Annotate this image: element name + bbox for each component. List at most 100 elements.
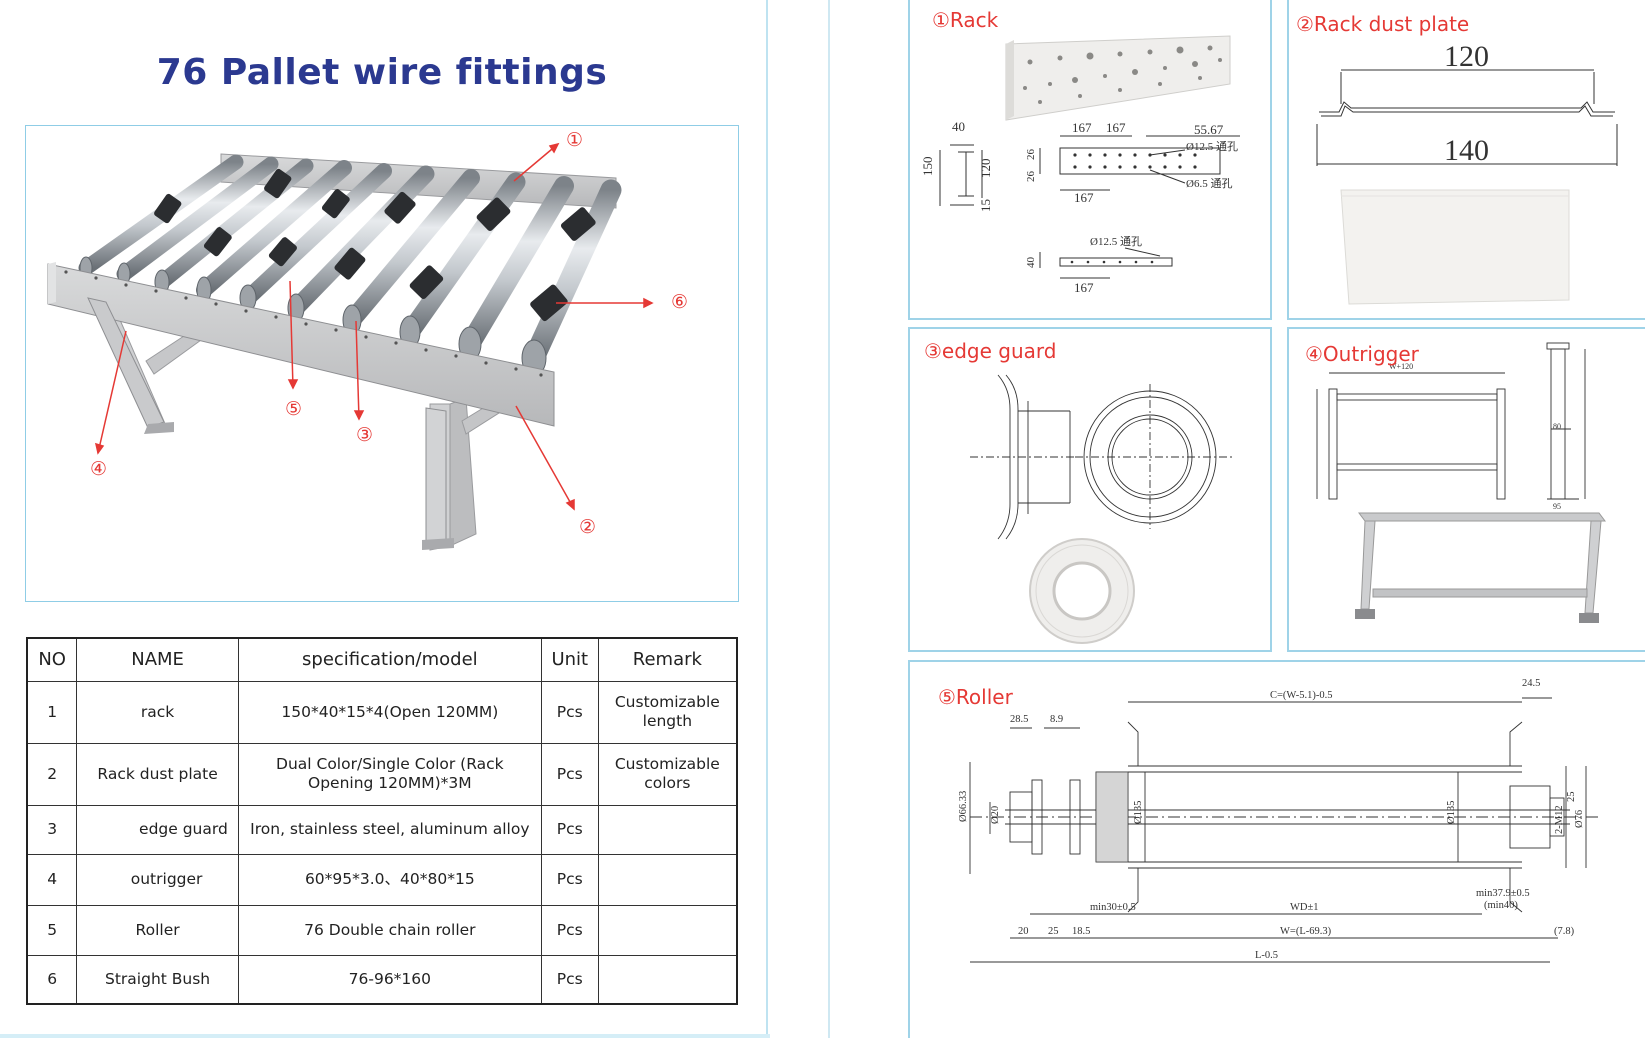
panel-roller-title: ⑤Roller bbox=[938, 685, 1013, 709]
cell-remark bbox=[597, 904, 738, 956]
outrigger-dim-95: 95 bbox=[1553, 502, 1561, 511]
table-row: 4 outrigger 60*95*3.0、40*80*15 Pcs bbox=[26, 853, 738, 906]
roller-dim-20: 20 bbox=[1018, 926, 1029, 937]
roller-drawing: C=(W-5.1)-0.5 24.5 28.5 8.9 Ø66.33 Ø20 Ø… bbox=[958, 678, 1600, 963]
header-no: NO bbox=[26, 637, 78, 682]
roller-dim-25b: 25 bbox=[1048, 926, 1059, 937]
table-header-row: NO NAME specification/model Unit Remark bbox=[26, 637, 738, 682]
header-remark: Remark bbox=[597, 637, 738, 682]
roller-dim-25: 25 bbox=[1566, 792, 1577, 803]
rack-drawing: 40 150 120 15 167 167 55.67 26 26 167 Ø1… bbox=[920, 35, 1240, 295]
cell-no: 5 bbox=[26, 904, 78, 956]
cell-remark bbox=[597, 853, 738, 906]
cell-name: Roller bbox=[76, 904, 239, 956]
header-unit: Unit bbox=[540, 637, 599, 682]
panel-dust-plate: ②Rack dust plate 120 140 bbox=[1287, 0, 1645, 320]
left-page: 76 Pallet wire fittings bbox=[0, 0, 770, 1038]
cell-spec: 76-96*160 bbox=[237, 954, 542, 1005]
cell-no: 2 bbox=[26, 742, 78, 806]
cell-remark bbox=[597, 954, 738, 1005]
cell-no: 1 bbox=[26, 680, 78, 744]
rack-dim-167a: 167 bbox=[1072, 120, 1092, 135]
table-row: 1 rack 150*40*15*4(Open 120MM) Pcs Custo… bbox=[26, 680, 738, 744]
page-bottom-edge bbox=[0, 1034, 770, 1038]
roller-dim-8-9: 8.9 bbox=[1050, 714, 1063, 725]
cell-name: Straight Bush bbox=[76, 954, 239, 1005]
rack-dim-150: 150 bbox=[920, 157, 935, 177]
cell-name: Rack dust plate bbox=[76, 742, 239, 806]
roller-dim-m12: 2-M12 bbox=[1554, 805, 1565, 834]
rack-hole-6-5: Ø6.5 通孔 bbox=[1186, 177, 1232, 190]
cell-unit: Pcs bbox=[540, 904, 599, 956]
parts-table: NO NAME specification/model Unit Remark … bbox=[26, 637, 738, 1005]
page-edge-divider bbox=[766, 0, 768, 1038]
roller-dim-min40: (min40) bbox=[1484, 900, 1518, 911]
panel-rack-title: ①Rack bbox=[932, 8, 999, 32]
outrigger-dim-w120: W+120 bbox=[1389, 362, 1413, 371]
callout-3: ③ bbox=[356, 424, 374, 446]
roller-dim-l: L-0.5 bbox=[1255, 950, 1278, 961]
cell-no: 6 bbox=[26, 954, 78, 1005]
roller-dim-d66: Ø66.33 bbox=[958, 791, 969, 822]
roller-dim-18-5: 18.5 bbox=[1072, 926, 1090, 937]
cell-spec: 60*95*3.0、40*80*15 bbox=[237, 853, 542, 906]
outrigger-dim-80: 80 bbox=[1553, 422, 1561, 431]
product-photo-frame: ① ② ③ ④ ⑤ ⑥ bbox=[25, 125, 739, 602]
rack-hole-12-5: Ø12.5 通孔 bbox=[1186, 140, 1238, 153]
callout-6: ⑥ bbox=[671, 291, 689, 313]
roller-dim-d20: Ø20 bbox=[990, 806, 1001, 824]
roller-dim-d135a: Ø135 bbox=[1133, 801, 1144, 824]
table-row: 2 Rack dust plate Dual Color/Single Colo… bbox=[26, 742, 738, 806]
cell-unit: Pcs bbox=[540, 742, 599, 806]
cell-remark: Customizable colors bbox=[597, 742, 738, 806]
rack-dim-15: 15 bbox=[978, 199, 993, 212]
roller-dim-28-5: 28.5 bbox=[1010, 714, 1028, 725]
edge-guard-drawing bbox=[970, 374, 1235, 644]
dust-plate-drawing: 120 140 bbox=[1316, 40, 1618, 305]
rack-dim-55-67: 55.67 bbox=[1194, 122, 1224, 137]
cell-unit: Pcs bbox=[540, 680, 599, 744]
table-row: 3 edge guard Iron, stainless steel, alum… bbox=[26, 804, 738, 855]
cell-name: edge guard bbox=[76, 804, 239, 855]
cell-name: outrigger bbox=[76, 853, 239, 906]
roller-dim-d135b: Ø135 bbox=[1446, 801, 1457, 824]
outrigger-drawing: W+120 80 95 bbox=[1316, 342, 1606, 623]
cell-spec: 76 Double chain roller bbox=[237, 904, 542, 956]
panel-outrigger-title: ④Outrigger bbox=[1305, 342, 1419, 366]
cell-remark bbox=[597, 804, 738, 855]
page-title: 76 Pallet wire fittings bbox=[156, 52, 608, 93]
header-name: NAME bbox=[76, 637, 239, 682]
rack-hole-12-5b: Ø12.5 通孔 bbox=[1090, 235, 1142, 248]
roller-conveyor-illustration bbox=[47, 142, 654, 551]
callout-1: ① bbox=[566, 129, 584, 151]
roller-dim-c: C=(W-5.1)-0.5 bbox=[1270, 690, 1333, 701]
roller-dim-d76: Ø76 bbox=[1574, 810, 1585, 828]
dust-plate-dim-120: 120 bbox=[1444, 40, 1489, 73]
roller-dim-w: W=(L-69.3) bbox=[1280, 926, 1332, 937]
cell-spec: Iron, stainless steel, aluminum alloy bbox=[237, 804, 542, 855]
cell-no: 4 bbox=[26, 853, 78, 906]
panel-rack: ①Rack bbox=[908, 0, 1272, 320]
panel-roller: ⑤Roller bbox=[908, 660, 1645, 1038]
rack-dim-167b: 167 bbox=[1106, 120, 1126, 135]
rack-dim-167c: 167 bbox=[1074, 190, 1094, 205]
roller-dim-24-5: 24.5 bbox=[1522, 678, 1540, 689]
cell-remark: Customizable length bbox=[597, 680, 738, 744]
roller-dim-7-8: (7.8) bbox=[1554, 926, 1575, 937]
rack-dim-26a: 26 bbox=[1025, 149, 1037, 161]
callout-4: ④ bbox=[90, 458, 108, 480]
panel-outrigger: ④Outrigger W+120 80 95 bbox=[1287, 327, 1645, 652]
panel-edge-guard-title: ③edge guard bbox=[924, 339, 1057, 363]
rack-dim-167d: 167 bbox=[1074, 280, 1094, 295]
roller-dim-min30: min30±0.5 bbox=[1090, 902, 1136, 913]
roller-dim-wd: WD±1 bbox=[1290, 902, 1319, 913]
rack-dim-26b: 26 bbox=[1025, 171, 1037, 183]
panel-edge-guard: ③edge guard bbox=[908, 327, 1272, 652]
rack-dim-40b: 40 bbox=[1025, 257, 1037, 269]
table-row: 5 Roller 76 Double chain roller Pcs bbox=[26, 904, 738, 956]
dust-plate-dim-140: 140 bbox=[1444, 134, 1489, 167]
panel-dust-plate-title: ②Rack dust plate bbox=[1296, 12, 1470, 36]
cell-name: rack bbox=[76, 680, 239, 744]
cell-unit: Pcs bbox=[540, 954, 599, 1005]
roller-dim-min37-9: min37.9±0.5 bbox=[1476, 888, 1530, 899]
